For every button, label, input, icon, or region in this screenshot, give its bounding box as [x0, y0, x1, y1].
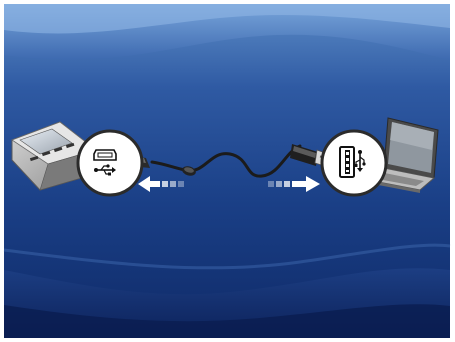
right-arrow-icon — [268, 176, 320, 192]
usb-a-port-icon — [339, 146, 355, 178]
voice-recorder-icon — [11, 121, 97, 191]
top-wave-highlight — [4, 4, 450, 34]
usb-cable — [150, 144, 302, 178]
laptop-icon — [366, 117, 439, 193]
usb-a-port-badge — [320, 129, 388, 197]
bottom-wave-highlight — [4, 304, 450, 338]
usb-symbol-icon — [94, 164, 116, 176]
mini-usb-port-badge — [76, 129, 144, 197]
usb-symbol-icon — [354, 150, 366, 172]
left-arrow-icon — [138, 176, 184, 192]
mini-usb-port-icon — [93, 149, 117, 161]
bottom-wave-glow — [3, 243, 451, 270]
